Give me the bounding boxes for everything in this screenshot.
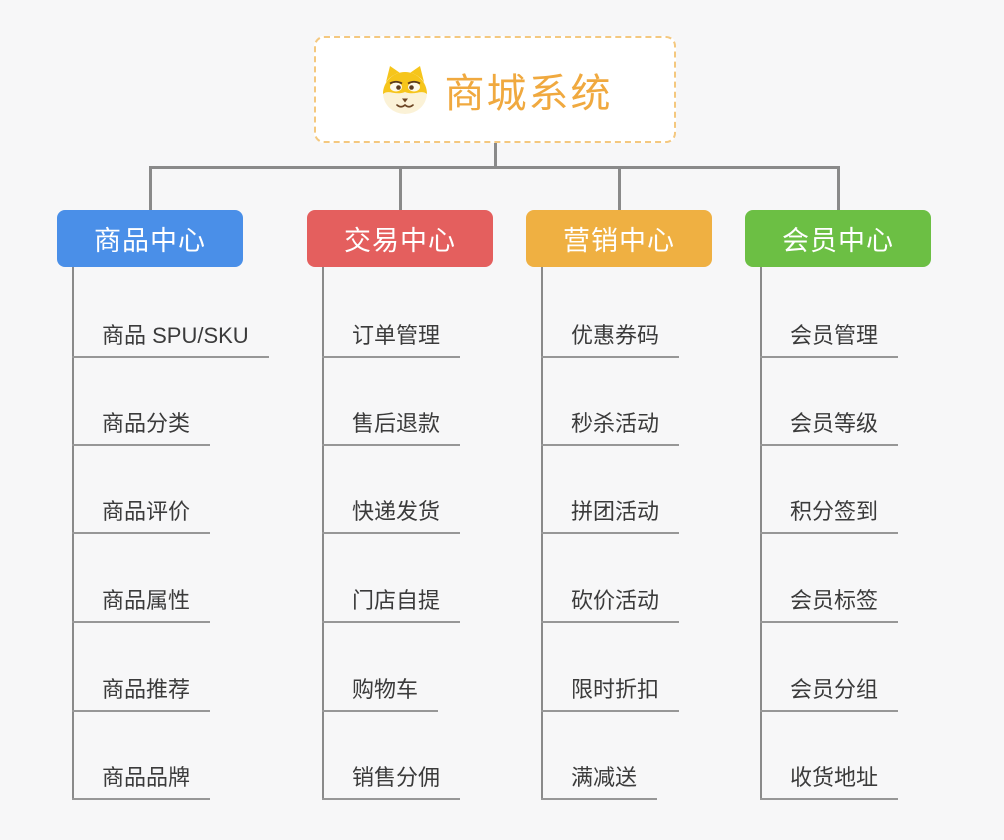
connector-horizontal	[149, 166, 839, 169]
child-node[interactable]: 会员标签	[760, 587, 899, 623]
child-node[interactable]: 购物车	[322, 676, 439, 712]
connector-root-stem	[494, 143, 497, 168]
child-node[interactable]: 会员等级	[760, 410, 899, 446]
child-node[interactable]: 会员管理	[760, 322, 899, 358]
branch-marketing: 营销中心 优惠券码 秒杀活动 拼团活动 砍价活动 限时折扣 满减送	[526, 210, 766, 810]
connector-drop-4	[837, 166, 840, 210]
child-node[interactable]: 砍价活动	[541, 587, 680, 623]
branch-node-marketing[interactable]: 营销中心	[526, 210, 712, 267]
child-node[interactable]: 商品品牌	[72, 764, 211, 800]
child-node[interactable]: 售后退款	[322, 410, 461, 446]
branch-node-trade[interactable]: 交易中心	[307, 210, 493, 267]
child-node[interactable]: 快递发货	[322, 498, 461, 534]
child-node[interactable]: 商品推荐	[72, 676, 211, 712]
connector-drop-3	[618, 166, 621, 210]
child-node[interactable]: 拼团活动	[541, 498, 680, 534]
child-node[interactable]: 商品评价	[72, 498, 211, 534]
branch-node-products[interactable]: 商品中心	[57, 210, 243, 267]
connector-drop-1	[149, 166, 152, 210]
child-node[interactable]: 积分签到	[760, 498, 899, 534]
child-node[interactable]: 商品属性	[72, 587, 211, 623]
branch-products: 商品中心 商品 SPU/SKU 商品分类 商品评价 商品属性 商品推荐 商品品牌	[57, 210, 297, 810]
child-node[interactable]: 销售分佣	[322, 764, 461, 800]
child-node[interactable]: 限时折扣	[541, 676, 680, 712]
connector-drop-2	[399, 166, 402, 210]
child-node[interactable]: 会员分组	[760, 676, 899, 712]
child-node[interactable]: 收货地址	[760, 764, 899, 800]
child-node[interactable]: 满减送	[541, 764, 658, 800]
root-title: 商城系统	[444, 71, 613, 116]
child-node[interactable]: 门店自提	[322, 587, 461, 623]
child-node[interactable]: 优惠券码	[541, 322, 680, 358]
root-node[interactable]: 商城系统	[314, 36, 676, 143]
branch-node-members[interactable]: 会员中心	[745, 210, 931, 267]
child-node[interactable]: 订单管理	[322, 322, 461, 358]
child-node[interactable]: 商品分类	[72, 410, 211, 446]
shiba-dog-icon	[378, 65, 432, 115]
branch-members: 会员中心 会员管理 会员等级 积分签到 会员标签 会员分组 收货地址	[745, 210, 985, 810]
child-node[interactable]: 秒杀活动	[541, 410, 680, 446]
child-node[interactable]: 商品 SPU/SKU	[72, 322, 269, 358]
branch-trade: 交易中心 订单管理 售后退款 快递发货 门店自提 购物车 销售分佣	[307, 210, 547, 810]
